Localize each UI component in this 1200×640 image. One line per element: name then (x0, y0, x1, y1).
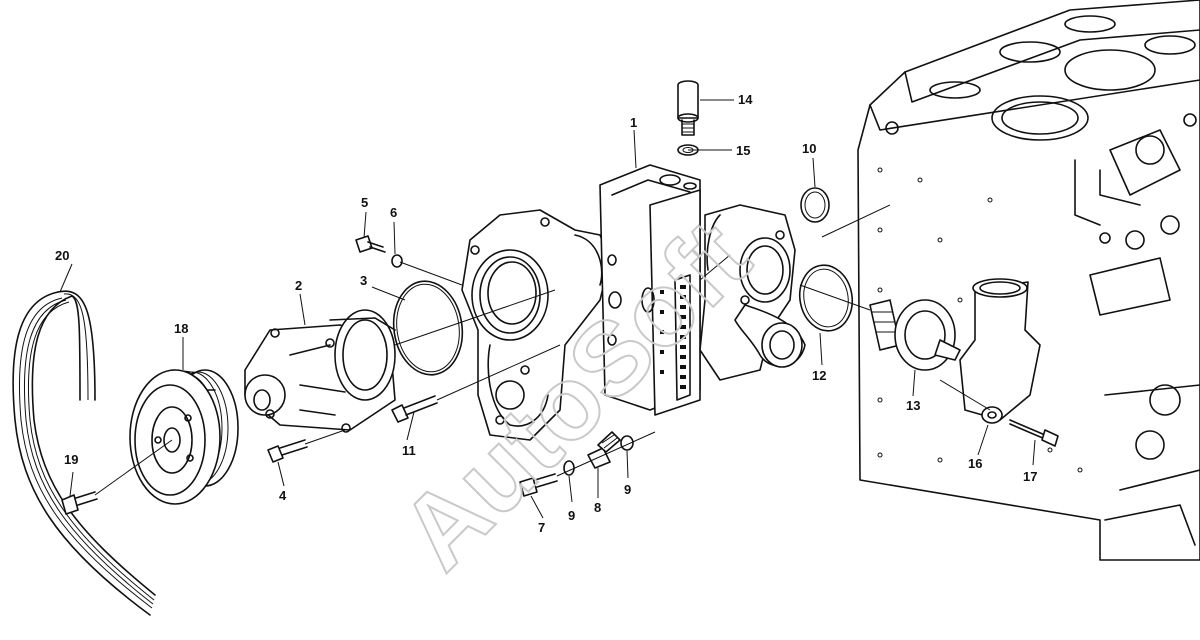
label-20: 20 (55, 248, 69, 263)
label-9a: 9 (568, 508, 575, 523)
leader-lines (59, 99, 1036, 519)
label-3: 3 (360, 273, 367, 288)
fitting-8 (587, 431, 621, 469)
label-11: 11 (402, 443, 416, 458)
outlet-pipe-16 (959, 278, 1041, 424)
bolt-5 (355, 235, 386, 253)
label-4: 4 (279, 488, 287, 503)
label-18: 18 (174, 321, 188, 336)
bolt-17 (1009, 419, 1059, 447)
o-ring-3 (392, 280, 464, 376)
washer-9b (620, 435, 634, 451)
thermostat-13 (869, 299, 961, 371)
label-6: 6 (390, 205, 397, 220)
water-pump (244, 309, 396, 433)
bolt-7 (519, 473, 558, 497)
part-labels: 1 2 3 4 5 6 7 8 9 9 10 11 12 13 14 15 16… (55, 92, 1037, 535)
o-ring-12 (798, 264, 854, 332)
pump-housing (461, 209, 611, 441)
label-17: 17 (1023, 469, 1037, 484)
label-10: 10 (802, 141, 816, 156)
label-19: 19 (64, 452, 78, 467)
thermostat-housing (699, 204, 806, 381)
label-5: 5 (361, 195, 368, 210)
label-2: 2 (295, 278, 302, 293)
pulley (129, 369, 239, 505)
label-16: 16 (968, 456, 982, 471)
washer-6 (391, 254, 403, 268)
label-13: 13 (906, 398, 920, 413)
sensor-14 (677, 80, 699, 136)
label-1: 1 (630, 115, 637, 130)
label-15: 15 (736, 143, 750, 158)
label-12: 12 (812, 368, 826, 383)
bolt-4 (267, 439, 308, 463)
engine-block (857, 0, 1200, 561)
drive-belt (12, 290, 156, 616)
label-8: 8 (594, 500, 601, 515)
seal-ring-10 (800, 187, 830, 223)
bolt-11 (391, 395, 438, 423)
bolt-19 (61, 491, 98, 515)
label-9b: 9 (624, 482, 631, 497)
label-14: 14 (738, 92, 753, 107)
label-7: 7 (538, 520, 545, 535)
coolant-manifold (599, 164, 701, 416)
